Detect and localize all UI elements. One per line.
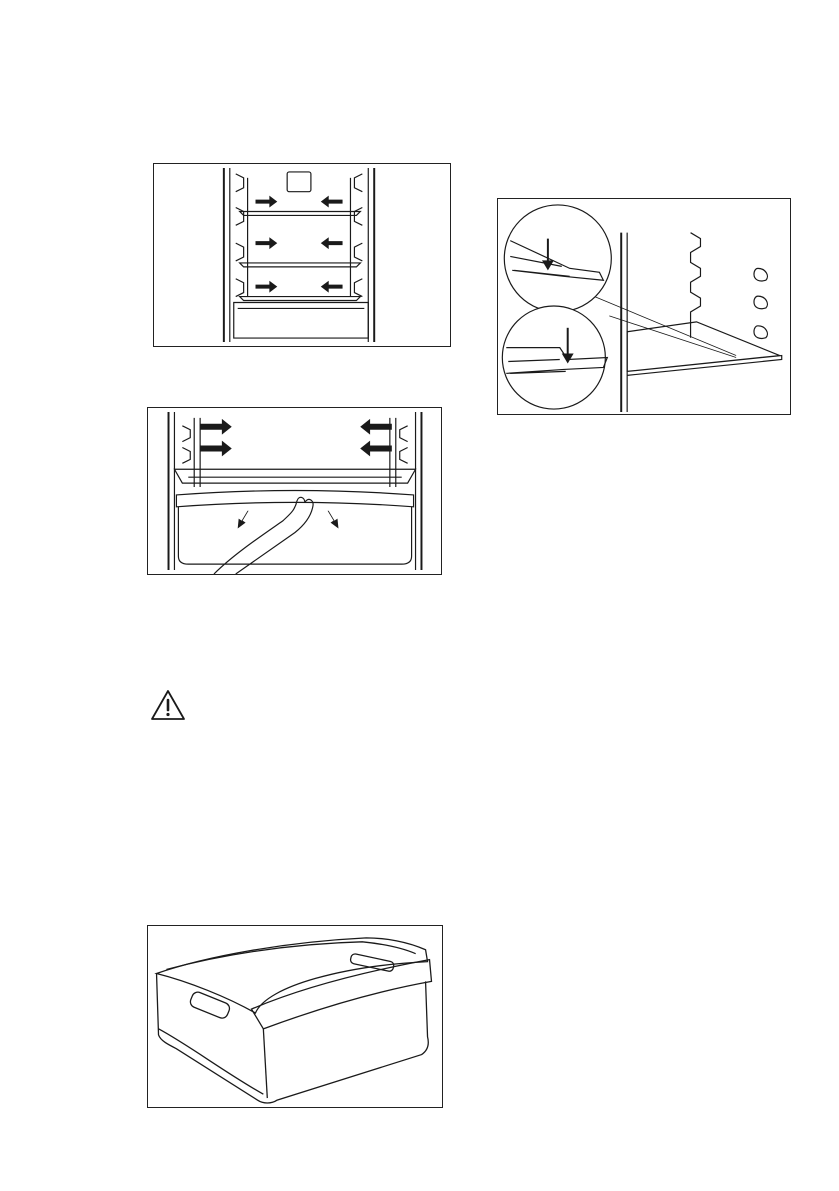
drawer-front-lip [251, 960, 431, 1029]
fridge-shelves-figure [153, 163, 451, 347]
arrow-left-icon [360, 419, 392, 435]
arrow-right-icon [256, 237, 278, 249]
hand-illustration [214, 497, 313, 574]
arrows-group [256, 196, 343, 293]
support-bump [754, 268, 767, 281]
shelf-1 [240, 211, 361, 215]
arrow-right-icon [200, 419, 232, 435]
arrow-left-icon [360, 441, 392, 457]
vegetable-drawer-illustration [148, 926, 442, 1107]
arrow-left-icon [321, 196, 343, 208]
drawer-rim [157, 938, 428, 1013]
drawer-body [157, 973, 429, 1103]
shelf-3 [240, 297, 361, 301]
arrows-group [200, 419, 392, 529]
arrow-right-icon [256, 281, 278, 293]
crisper-removal-figure [147, 407, 442, 575]
lamp-icon [287, 172, 311, 192]
shelf-2 [240, 263, 361, 267]
drawer-side-handle [189, 990, 232, 1019]
left-rails [236, 174, 248, 297]
right-rails [350, 174, 362, 297]
arrow-right-icon [200, 441, 232, 457]
magnifier-bottom [502, 306, 605, 409]
warning-triangle-icon [150, 689, 186, 721]
glass-shelf [174, 469, 415, 483]
support-bump [754, 326, 767, 339]
arrow-right-icon [256, 196, 278, 208]
arrow-left-icon [321, 281, 343, 293]
vegetable-drawer-figure [147, 925, 443, 1108]
support-bump [754, 296, 767, 309]
arrow-left-icon [321, 237, 343, 249]
fridge-shelves-illustration [154, 164, 450, 346]
crisper-drawer-removal-illustration [148, 408, 441, 574]
drawer-front-handle [176, 491, 413, 507]
shelf-rail-detail-illustration [498, 199, 790, 414]
shelf-detail-figure [497, 198, 791, 415]
drawer-body [178, 507, 411, 564]
shelf-edge [627, 322, 782, 376]
arrow-down-icon [328, 511, 339, 529]
arrow-down-icon [238, 511, 249, 529]
crisper-drawer [234, 302, 369, 338]
